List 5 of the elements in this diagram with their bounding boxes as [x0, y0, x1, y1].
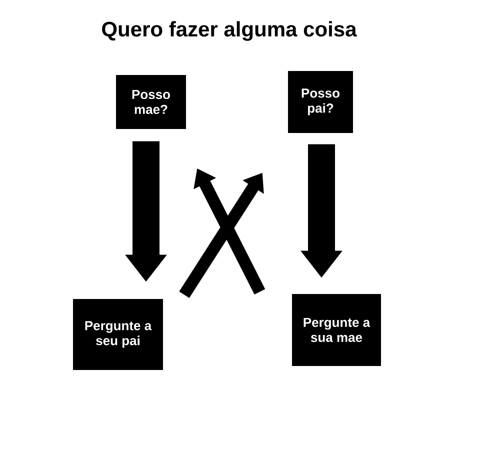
title: Quero fazer alguma coisa — [102, 21, 357, 41]
process-box: Pergunte a sua mae — [292, 294, 381, 366]
process-box: Posso pai? — [288, 71, 353, 133]
process-box: Pergunte a seu pai — [73, 298, 163, 370]
process-box: Posso mae? — [116, 75, 186, 129]
